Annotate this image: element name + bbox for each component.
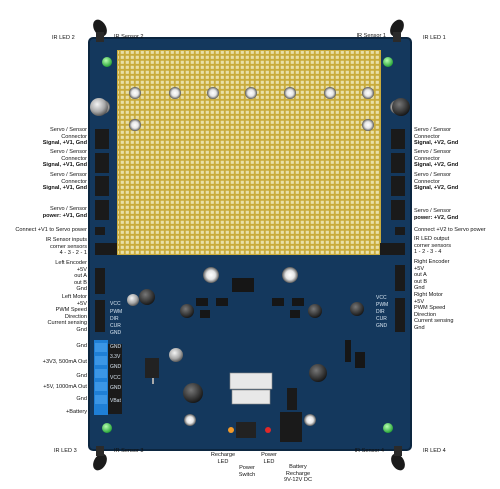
svg-text:GND: GND [110, 364, 122, 370]
ir-sensor-4-label: IR Sensor 4 [354, 448, 384, 454]
power-led-label: Power LED [261, 452, 277, 465]
cap-top-right [392, 98, 410, 116]
left-headers [95, 129, 117, 332]
left-motor-label: Left Motor +5V PWM Speed Direction Curre… [47, 294, 88, 333]
power-battery-label: +Battery [66, 409, 87, 415]
ir-sensor-1-label: IR Sensor 1 [356, 33, 386, 39]
svg-text:DIR: DIR [376, 309, 385, 315]
svg-text:CUR: CUR [110, 323, 121, 329]
power-switch-label: Power Switch [238, 465, 256, 478]
ir-led-2-component [93, 19, 107, 42]
svg-text:GND: GND [376, 323, 388, 329]
svg-text:CUR: CUR [376, 316, 387, 322]
left-servo-3-label: Servo / Sensor Connector Signal, +V1, Gn… [42, 172, 87, 192]
silkscreen-labels: VCC PWM DIR CUR GND VCC PWM DIR CUR GND … [110, 295, 388, 404]
power-5v-label: +5V, 1000mA Out [43, 384, 87, 390]
battery-recharge-label: Battery Recharge 9V-12V DC [284, 464, 312, 484]
right-ir-output-label: IR LED output corner sensors 1 - 2 - 3 -… [414, 236, 451, 256]
ir-led-2-label: IR LED 2 [52, 35, 75, 41]
ir-led-1-label: IR LED 1 [423, 35, 446, 41]
left-servo-power-label: Servo / Sensor power: +V1, Gnd [42, 206, 87, 219]
left-servo-2-label: Servo / Sensor Connector Signal, +V1, Gn… [42, 149, 87, 169]
power-gnd-2-label: Gnd [76, 373, 87, 379]
left-connect-label: Connect +V1 to Servo power [15, 227, 87, 233]
ir-led-3-label: IR LED 3 [54, 448, 77, 454]
svg-text:VCC: VCC [376, 295, 387, 301]
svg-text:DIR: DIR [110, 316, 119, 322]
proto-pads [118, 51, 380, 254]
power-switch-relays [228, 372, 302, 442]
svg-text:PWM: PWM [376, 302, 388, 308]
left-servo-1-label: Servo / Sensor Connector Signal, +V1, Gn… [42, 127, 87, 147]
proto-holes [129, 87, 374, 131]
right-motor-label: Right Motor +5V PWM Speed Direction Curr… [414, 292, 454, 331]
right-encoder-label: Right Encoder +5V out A out B Gnd [414, 259, 450, 292]
cap-top-left [90, 98, 108, 116]
right-connect-label: Connect +V2 to Servo power [414, 227, 486, 233]
power-gnd-top-label: Gnd [76, 343, 87, 349]
right-servo-2-label: Servo / Sensor Connector Signal, +V2, Gn… [414, 149, 459, 169]
ir-sensor-3-label: IR Sensor 3 [114, 448, 144, 454]
power-gnd-3-label: Gnd [76, 396, 87, 402]
svg-text:GND: GND [110, 385, 122, 391]
ir-led-4-component [391, 446, 405, 471]
center-electronics [127, 278, 365, 403]
ir-led-1-component [390, 19, 404, 42]
recharge-led-label: Recharge LED [210, 452, 236, 465]
right-servo-power-label: Servo / Sensor power: +V2, Gnd [414, 208, 459, 221]
left-ir-inputs-label: IR Sensor inputs corner sensors 4 - 3 - … [45, 237, 87, 257]
svg-text:VCC: VCC [110, 301, 121, 307]
svg-text:VBat: VBat [110, 398, 121, 404]
power-3v3-label: +3V3, 500mA Out [42, 359, 87, 365]
svg-text:GND: GND [110, 330, 122, 336]
right-servo-1-label: Servo / Sensor Connector Signal, +V2, Gn… [414, 127, 459, 147]
svg-text:GND: GND [110, 344, 122, 350]
svg-text:3.3V: 3.3V [110, 354, 121, 360]
power-terminal-block [94, 340, 122, 415]
ir-sensor-2-label: IR Sensor 2 [114, 34, 144, 40]
right-servo-3-label: Servo / Sensor Connector Signal, +V2, Gn… [414, 172, 459, 192]
green-leds [102, 57, 393, 433]
ir-led-3-component [93, 446, 107, 471]
svg-text:PWM: PWM [110, 309, 122, 315]
right-headers [380, 129, 405, 332]
svg-text:VCC: VCC [110, 375, 121, 381]
ir-led-4-label: IR LED 4 [423, 448, 446, 454]
left-encoder-label: Left Encoder +5V out A out B Gnd [55, 260, 87, 293]
